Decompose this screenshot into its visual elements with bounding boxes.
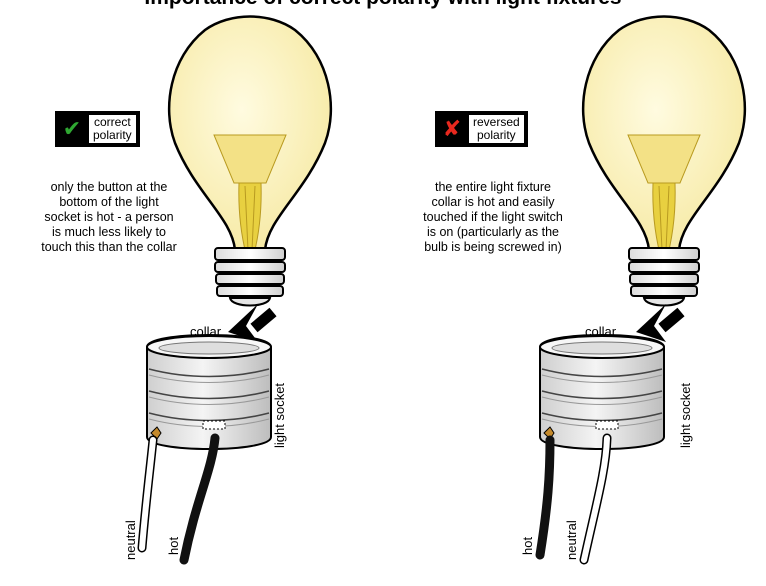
left-panel: collar light socket neutral hot — [123, 15, 333, 565]
reversed-polarity-badge: ✘ reversed polarity — [435, 111, 528, 147]
left-light-socket — [146, 334, 272, 450]
right-neutral-label: neutral — [564, 520, 579, 560]
diagram-title: Importance of correct polarity with ligh… — [0, 0, 766, 10]
left-caption-line: socket is hot - a person — [44, 210, 174, 224]
correct-polarity-badge: ✔ correct polarity — [55, 111, 140, 147]
left-hot-wire — [179, 433, 220, 565]
right-socket-label: light socket — [678, 383, 693, 448]
left-caption-line: is much less likely to — [52, 225, 166, 239]
right-caption-line: the entire light fixture — [434, 180, 552, 194]
left-neutral-wire — [139, 437, 156, 551]
left-caption-line: only the button at the — [50, 180, 168, 194]
correct-polarity-line1: correct — [94, 115, 131, 129]
right-hot-wire — [535, 435, 555, 560]
left-collar-label: collar — [190, 324, 222, 339]
right-collar-label: collar — [585, 324, 617, 339]
right-caption-line: bulb is being screwed in) — [424, 240, 562, 254]
right-light-bulb — [581, 15, 747, 307]
right-light-socket — [539, 334, 665, 450]
correct-polarity-label: correct polarity — [89, 115, 136, 143]
right-caption-line: collar is hot and easily — [431, 195, 555, 209]
right-panel: collar light socket hot neutral — [520, 15, 747, 565]
left-caption-line: bottom of the light — [59, 195, 159, 209]
x-icon: ✘ — [442, 116, 462, 141]
check-icon: ✔ — [62, 116, 82, 141]
left-socket-label: light socket — [272, 383, 287, 448]
right-caption-line: touched if the light switch — [423, 210, 563, 224]
left-caption-line: touch this than the collar — [41, 240, 177, 254]
reversed-polarity-line1: reversed — [473, 115, 520, 129]
correct-polarity-line2: polarity — [93, 128, 132, 142]
right-caption-line: is on (particularly as the — [426, 225, 559, 239]
right-insertion-arrow — [636, 304, 681, 342]
left-hot-label: hot — [166, 537, 181, 555]
right-neutral-wire — [581, 435, 610, 563]
left-light-bulb — [167, 15, 333, 307]
left-neutral-label: neutral — [123, 520, 138, 560]
left-caption: only the button at the bottom of the lig… — [4, 180, 214, 255]
reversed-polarity-label: reversed polarity — [469, 115, 524, 143]
right-hot-label: hot — [520, 537, 535, 555]
right-caption: the entire light fixture collar is hot a… — [384, 180, 602, 255]
reversed-polarity-line2: polarity — [477, 128, 516, 142]
